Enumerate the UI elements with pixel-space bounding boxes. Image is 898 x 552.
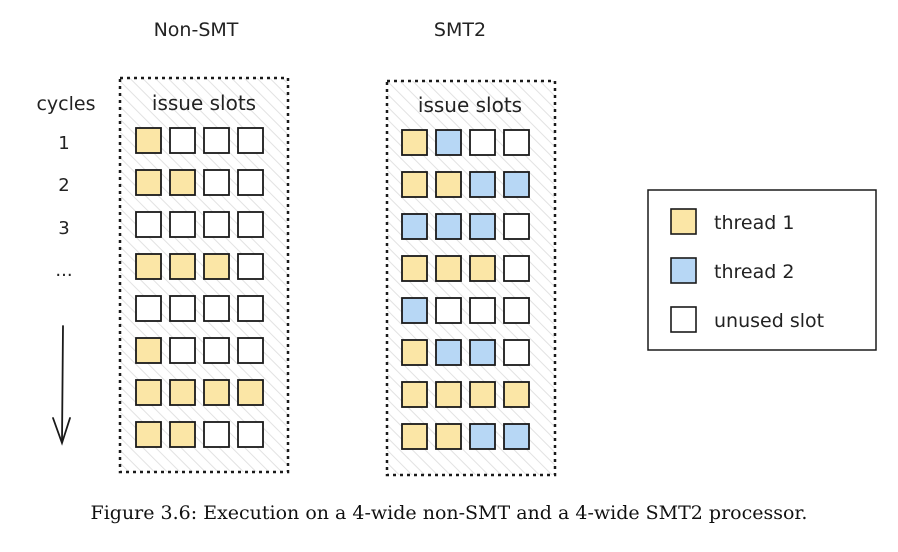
issue-slot-unused xyxy=(237,253,264,280)
cycle-tick-3: 3 xyxy=(58,218,69,239)
slot-grid-smt2 xyxy=(401,129,530,450)
issue-slot-thread-1 xyxy=(401,129,428,156)
issue-slot-thread-1 xyxy=(401,423,428,450)
issue-slot-thread-1 xyxy=(169,379,196,406)
issue-slot-thread-1 xyxy=(203,253,230,280)
issue-slot-thread-1 xyxy=(203,379,230,406)
issue-slot-thread-1 xyxy=(135,379,162,406)
issue-slot-unused xyxy=(237,211,264,238)
issue-slot-thread-2 xyxy=(401,297,428,324)
issue-slot-thread-1 xyxy=(401,381,428,408)
issue-slot-thread-1 xyxy=(169,421,196,448)
issue-slot-unused xyxy=(237,169,264,196)
issue-slot-thread-1 xyxy=(135,169,162,196)
issue-slot-thread-1 xyxy=(135,421,162,448)
issue-slot-unused xyxy=(169,211,196,238)
legend-item-unused-slot: unused slot xyxy=(670,306,824,333)
issue-slot-unused xyxy=(503,213,530,240)
issue-slot-unused xyxy=(203,337,230,364)
cycle-tick-1: 1 xyxy=(58,133,69,154)
legend-item-thread-1: thread 1 xyxy=(670,208,794,235)
issue-slot-thread-2 xyxy=(469,213,496,240)
issue-slot-unused xyxy=(169,127,196,154)
issue-slot-thread-1 xyxy=(135,253,162,280)
panel-header-smt2: issue slots xyxy=(418,93,522,117)
issue-slot-thread-1 xyxy=(169,169,196,196)
issue-slot-unused xyxy=(169,295,196,322)
issue-slot-unused xyxy=(203,295,230,322)
issue-slot-thread-1 xyxy=(401,339,428,366)
issue-slot-unused xyxy=(237,295,264,322)
issue-slot-unused xyxy=(237,127,264,154)
issue-slot-thread-1 xyxy=(237,379,264,406)
cycle-tick-ellipsis: ... xyxy=(55,260,72,281)
legend-label-thread-2: thread 2 xyxy=(714,261,794,283)
issue-slot-thread-2 xyxy=(469,171,496,198)
issue-slot-thread-1 xyxy=(435,255,462,282)
issue-slot-unused xyxy=(203,421,230,448)
issue-slot-unused xyxy=(469,297,496,324)
legend-swatch-thread-1 xyxy=(670,208,697,235)
legend-label-unused-slot: unused slot xyxy=(714,310,824,332)
panel-header-non-smt: issue slots xyxy=(152,91,256,115)
issue-slot-thread-2 xyxy=(469,339,496,366)
issue-slot-thread-1 xyxy=(401,255,428,282)
issue-slot-thread-2 xyxy=(401,213,428,240)
issue-slot-unused xyxy=(135,295,162,322)
issue-slot-unused xyxy=(203,169,230,196)
slot-grid-non-smt xyxy=(135,127,264,448)
legend-label-thread-1: thread 1 xyxy=(714,212,794,234)
issue-slot-thread-1 xyxy=(469,255,496,282)
issue-slot-thread-1 xyxy=(401,171,428,198)
issue-slot-unused xyxy=(237,337,264,364)
legend-item-thread-2: thread 2 xyxy=(670,257,794,284)
issue-slot-unused xyxy=(135,211,162,238)
issue-slot-thread-1 xyxy=(503,381,530,408)
issue-slot-thread-2 xyxy=(435,129,462,156)
issue-slot-unused xyxy=(237,421,264,448)
issue-slot-thread-1 xyxy=(469,381,496,408)
issue-slot-unused xyxy=(503,297,530,324)
panel-title-smt2: SMT2 xyxy=(434,19,486,41)
issue-slot-thread-2 xyxy=(503,171,530,198)
legend-swatch-unused-slot xyxy=(670,306,697,333)
issue-slot-thread-2 xyxy=(435,339,462,366)
issue-slot-thread-2 xyxy=(503,423,530,450)
issue-slot-thread-1 xyxy=(435,423,462,450)
cycles-label: cycles xyxy=(36,93,95,115)
issue-slot-unused xyxy=(203,127,230,154)
issue-slot-unused xyxy=(503,255,530,282)
issue-slot-unused xyxy=(203,211,230,238)
cycle-tick-2: 2 xyxy=(58,175,69,196)
down-arrow-icon xyxy=(52,325,71,446)
issue-slot-unused xyxy=(503,129,530,156)
issue-slot-unused xyxy=(435,297,462,324)
issue-slot-thread-1 xyxy=(135,127,162,154)
issue-slot-thread-1 xyxy=(169,253,196,280)
figure-caption: Figure 3.6: Execution on a 4-wide non-SM… xyxy=(90,502,808,524)
issue-slot-unused xyxy=(503,339,530,366)
issue-slot-unused xyxy=(169,337,196,364)
issue-slot-thread-1 xyxy=(435,381,462,408)
legend-swatch-thread-2 xyxy=(670,257,697,284)
issue-slot-thread-1 xyxy=(135,337,162,364)
issue-slot-unused xyxy=(469,129,496,156)
panel-title-non-smt: Non-SMT xyxy=(154,19,239,41)
issue-slot-thread-2 xyxy=(469,423,496,450)
issue-slot-thread-2 xyxy=(435,213,462,240)
issue-slot-thread-1 xyxy=(435,171,462,198)
